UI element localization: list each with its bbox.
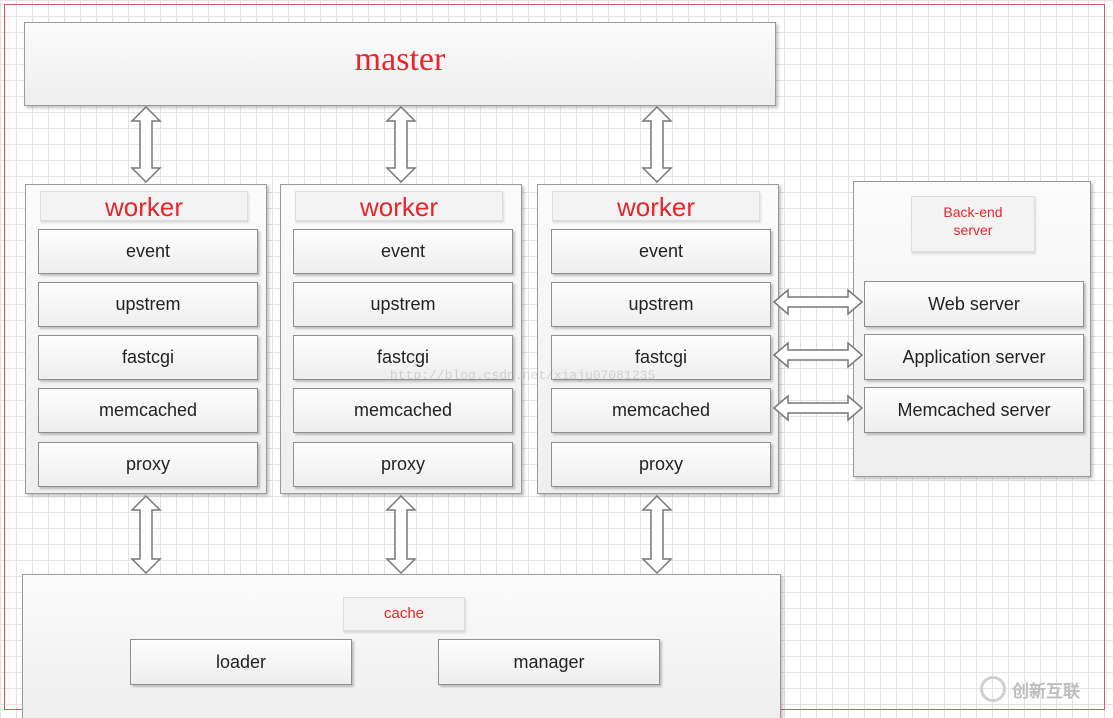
- module-event: event: [293, 229, 513, 274]
- loader: loader: [130, 639, 352, 685]
- module-fastcgi: fastcgi: [551, 335, 771, 380]
- master-worker-arrow: [130, 105, 162, 184]
- brand-watermark: 创新互联: [980, 676, 1080, 702]
- master-worker-arrow: [385, 105, 417, 184]
- worker-backend-arrow: [772, 341, 864, 369]
- module-proxy: proxy: [293, 442, 513, 487]
- master-box: master: [24, 22, 776, 106]
- worker-title: worker: [40, 191, 248, 222]
- worker-cache-arrow: [130, 494, 162, 575]
- module-memcached: memcached: [38, 388, 258, 433]
- module-event: event: [38, 229, 258, 274]
- worker-title: worker: [552, 191, 760, 222]
- cache-title: cache: [343, 597, 465, 631]
- module-event: event: [551, 229, 771, 274]
- module-upstrem: upstrem: [38, 282, 258, 327]
- module-upstrem: upstrem: [293, 282, 513, 327]
- backend-server-box: Back-end server Web server Application s…: [853, 181, 1091, 477]
- backend-title: Back-end server: [911, 196, 1035, 252]
- cache-box: cache loader manager: [22, 574, 781, 718]
- worker-title: worker: [295, 191, 503, 222]
- brand-watermark-text: 创新互联: [1012, 681, 1080, 701]
- module-upstrem: upstrem: [551, 282, 771, 327]
- worker-backend-arrow: [772, 288, 864, 316]
- worker-box: worker event upstrem fastcgi memcached p…: [537, 184, 779, 494]
- master-worker-arrow: [641, 105, 673, 184]
- worker-box: worker event upstrem fastcgi memcached p…: [25, 184, 267, 494]
- module-memcached: memcached: [293, 388, 513, 433]
- worker-box: worker event upstrem fastcgi memcached p…: [280, 184, 522, 494]
- master-title: master: [354, 41, 446, 78]
- application-server: Application server: [864, 334, 1084, 380]
- memcached-server: Memcached server: [864, 387, 1084, 433]
- module-proxy: proxy: [38, 442, 258, 487]
- module-memcached: memcached: [551, 388, 771, 433]
- faint-url-watermark: http://blog.csdn.net/xiaju07081235: [390, 368, 656, 383]
- worker-backend-arrow: [772, 394, 864, 422]
- worker-cache-arrow: [385, 494, 417, 575]
- module-fastcgi: fastcgi: [38, 335, 258, 380]
- manager: manager: [438, 639, 660, 685]
- web-server: Web server: [864, 281, 1084, 327]
- module-fastcgi: fastcgi: [293, 335, 513, 380]
- module-proxy: proxy: [551, 442, 771, 487]
- worker-cache-arrow: [641, 494, 673, 575]
- brand-logo-icon: [980, 676, 1006, 702]
